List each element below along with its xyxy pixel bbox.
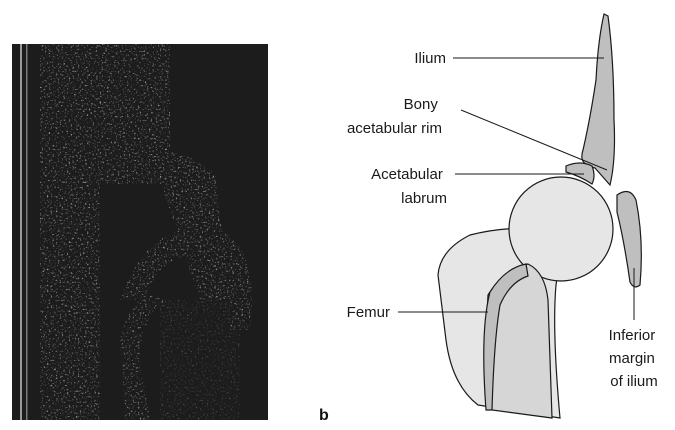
label-labrum: Acetabular labrum — [371, 166, 447, 207]
label-femur: Femur — [347, 304, 390, 321]
label-ilium: Ilium — [414, 50, 446, 67]
inferior-margin-bone — [617, 191, 641, 286]
panel-label: b — [319, 407, 329, 424]
label-inferior-margin: Inferior margin of ilium — [609, 327, 660, 390]
label-bony-rim: Bony acetabular rim — [347, 96, 442, 137]
ilium-bone — [582, 14, 615, 185]
ultrasound-image — [12, 44, 268, 420]
hip-schematic: Ilium Bony acetabular rim Acetabular lab… — [319, 14, 659, 424]
